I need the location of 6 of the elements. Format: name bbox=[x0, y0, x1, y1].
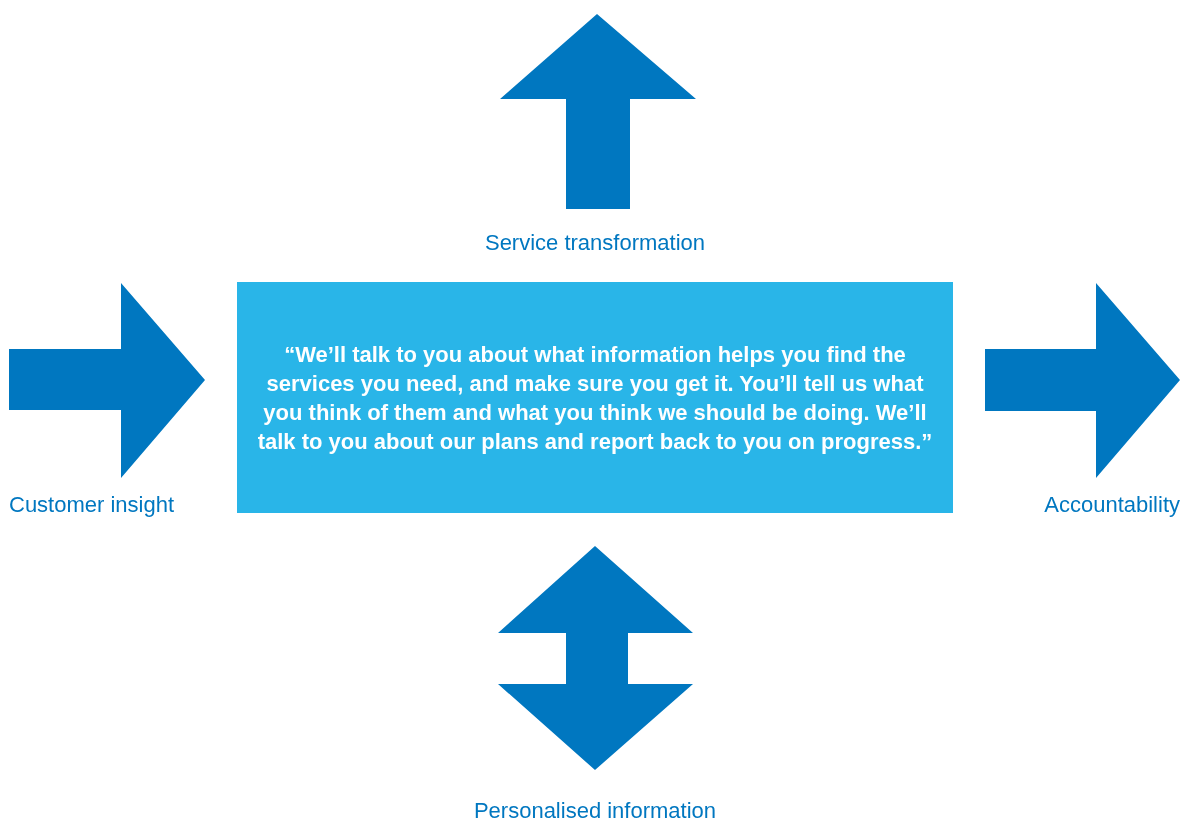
arrow-label: Accountability bbox=[1044, 492, 1180, 518]
arrow-label: Personalised information bbox=[473, 798, 717, 823]
arrow-label: Customer insight bbox=[9, 492, 175, 518]
arrow-label: Service transformation bbox=[484, 230, 706, 256]
quote-text: “We’ll talk to you about what information helps you find the services you need, and make sure you get it. You’ll tell us what you think of them and what you think we should be doing. We’ll talk to you about our plans and report back to you on progress.” bbox=[256, 340, 934, 456]
quote-box bbox=[237, 282, 953, 513]
